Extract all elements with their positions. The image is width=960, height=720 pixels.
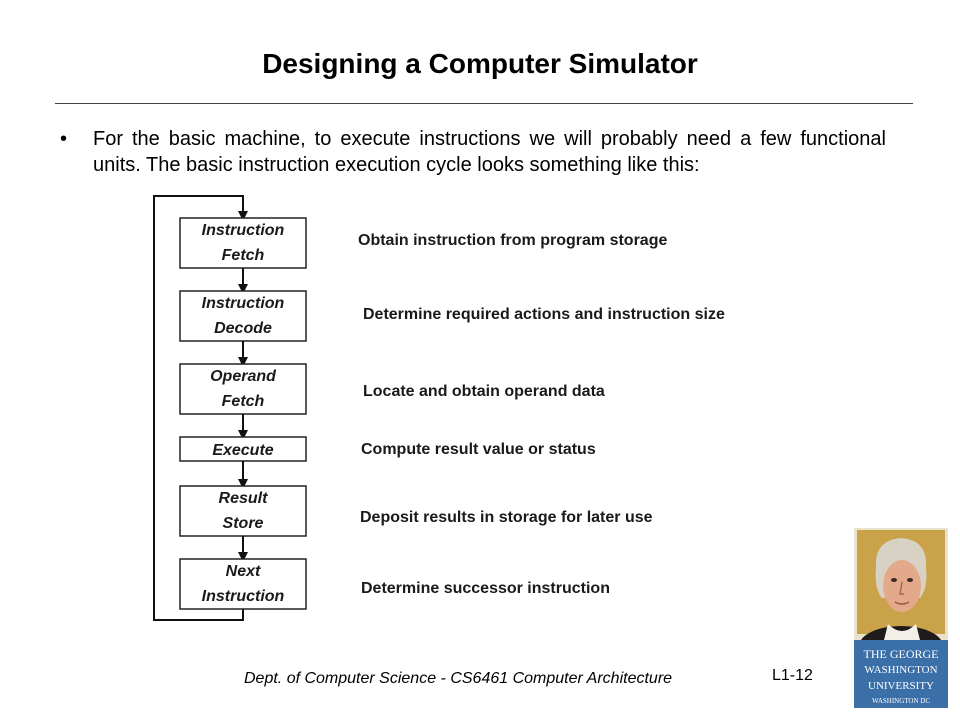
step-label: Decode bbox=[214, 320, 272, 337]
step-box bbox=[179, 436, 307, 462]
step-label: Store bbox=[223, 515, 264, 532]
slide-title: Designing a Computer Simulator bbox=[262, 48, 698, 79]
step-description: Deposit results in storage for later use bbox=[360, 509, 653, 526]
bullet-text: For the basic machine, to execute instru… bbox=[93, 128, 886, 176]
step-label: Instruction bbox=[202, 588, 285, 605]
bullet-marker: • bbox=[60, 128, 68, 150]
footer-course: Dept. of Computer Science - CS6461 Compu… bbox=[244, 670, 673, 687]
step-description: Determine successor instruction bbox=[361, 580, 610, 597]
step-label: Instruction bbox=[202, 295, 285, 312]
step-label: Execute bbox=[212, 442, 273, 459]
logo-line: WASHINGTON bbox=[864, 664, 937, 676]
step-description: Obtain instruction from program storage bbox=[358, 232, 667, 249]
loop-back-arrow bbox=[153, 195, 248, 621]
page-number: L1-12 bbox=[772, 667, 813, 684]
title-divider bbox=[55, 103, 913, 104]
step-box bbox=[179, 217, 307, 269]
step-label: Result bbox=[219, 490, 269, 507]
george-washington-portrait-icon: THE GEORGE WASHINGTON UNIVERSITY WASHING… bbox=[854, 528, 948, 708]
logo-line: THE GEORGE bbox=[864, 647, 939, 661]
step-label: Next bbox=[226, 563, 261, 580]
step-label: Operand bbox=[210, 368, 277, 385]
logo-line: WASHINGTON DC bbox=[872, 697, 930, 705]
step-label: Instruction bbox=[202, 222, 285, 239]
step-label: Fetch bbox=[222, 393, 265, 410]
step-description: Determine required actions and instructi… bbox=[363, 306, 725, 323]
step-description: Locate and obtain operand data bbox=[363, 383, 605, 400]
university-logo: THE GEORGE WASHINGTON UNIVERSITY WASHING… bbox=[854, 528, 948, 708]
step-description: Compute result value or status bbox=[361, 441, 596, 458]
logo-line: UNIVERSITY bbox=[868, 680, 934, 692]
step-box bbox=[179, 558, 307, 610]
step-label: Fetch bbox=[222, 247, 265, 264]
